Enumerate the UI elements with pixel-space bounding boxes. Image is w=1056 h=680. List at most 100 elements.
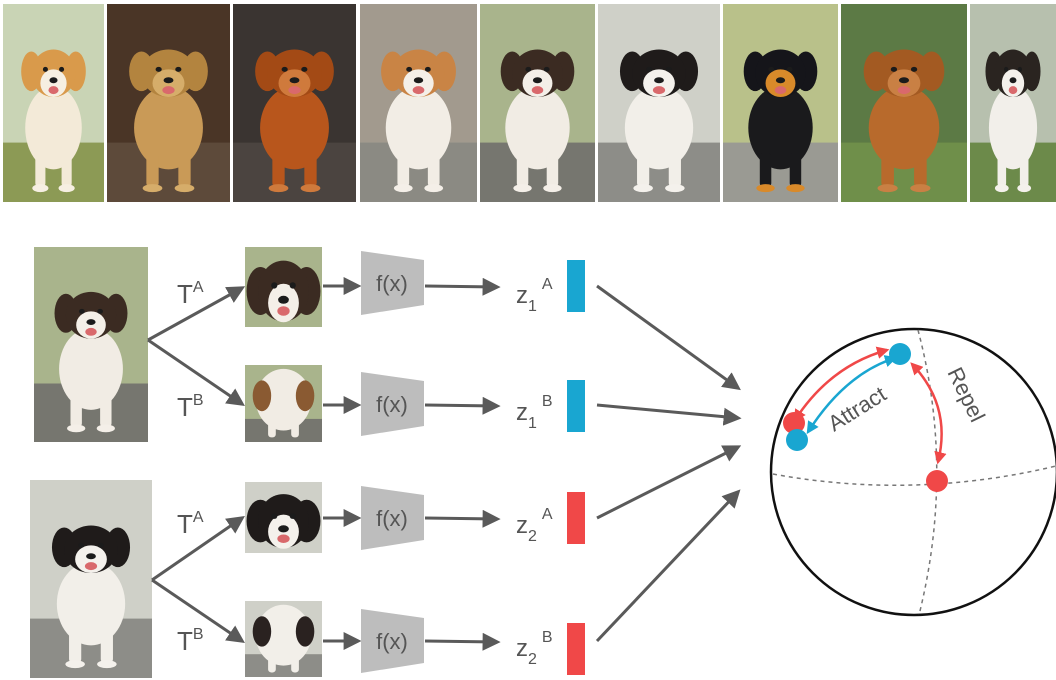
dog-paw: [543, 184, 562, 193]
dog-leg: [516, 152, 529, 188]
dog-nose: [49, 77, 58, 84]
dog-nose: [532, 77, 543, 84]
dog-eye: [301, 66, 308, 72]
dog-tongue: [652, 86, 666, 95]
input-image-dog-2: [30, 480, 152, 678]
dog-paw: [393, 184, 413, 193]
dog-body: [25, 86, 82, 170]
dog-eye: [1003, 66, 1009, 72]
input-image-dog-1: [34, 247, 148, 442]
dog-tongue: [288, 86, 301, 95]
dog-body: [385, 86, 452, 170]
gallery-photo-1: [3, 4, 104, 202]
dog-leg: [268, 654, 276, 673]
gallery-photo-8: [841, 4, 967, 202]
dog-eye: [79, 308, 85, 314]
dog-paw: [994, 184, 1009, 193]
dog-paw: [786, 184, 805, 193]
transform-label-b: TB: [177, 392, 204, 422]
gallery-photo-4: [360, 4, 477, 202]
embedding-label-z1b: z1B: [516, 393, 553, 432]
embedding-bar-z2a: [567, 492, 585, 544]
dog-leg: [272, 152, 285, 188]
dog-paw: [67, 424, 86, 433]
dog-eye: [78, 542, 85, 548]
dog-tongue: [277, 306, 290, 316]
embedding-point-red-1: [783, 412, 805, 434]
dog-nose: [86, 553, 96, 560]
arrow-dog-2-to-view-a: [151, 515, 245, 582]
encoder-3: f(x): [361, 486, 424, 550]
transform-label-a: TA: [177, 279, 204, 309]
dog-leg: [100, 393, 112, 428]
dog-leg: [881, 152, 894, 188]
svg-text:f(x): f(x): [376, 271, 408, 296]
embedding-bars: [567, 260, 585, 675]
crop-dog-1-view-a: [245, 247, 322, 327]
embedding-point-blue-1: [786, 429, 808, 451]
dog-leg: [1019, 152, 1029, 188]
dog-nose: [654, 77, 664, 84]
dog-eye: [768, 66, 775, 72]
dog-tongue: [774, 86, 787, 95]
dog-leg: [61, 152, 72, 188]
dog-eye: [97, 308, 103, 314]
dog-eye: [271, 513, 278, 519]
dog-nose: [413, 77, 424, 84]
dog-fur-patch: [252, 616, 272, 647]
dog-leg: [427, 152, 440, 188]
svg-text:f(x): f(x): [376, 506, 408, 531]
dog-paw: [300, 184, 321, 193]
dog-eye: [646, 66, 653, 72]
arrow-dog-1-to-view-b: [147, 338, 245, 407]
transform-labels: TA TB TA TB: [177, 279, 204, 656]
dog-muzzle: [1001, 69, 1025, 98]
dog-eye: [406, 66, 413, 72]
augmentation-arrows: [147, 286, 246, 644]
dog-eye: [890, 66, 898, 72]
dog-body: [260, 86, 329, 170]
crop-dog-1-view-b: [245, 365, 322, 442]
encoder-to-embedding-arrows: [424, 277, 501, 651]
repel-arrow: [910, 362, 947, 465]
dog-leg: [759, 152, 772, 188]
embedding-label-z1a: z1A: [516, 276, 553, 315]
dog-paw: [665, 184, 685, 193]
dog-leg: [291, 654, 299, 673]
dog-leg: [304, 152, 317, 188]
encoder-blocks: f(x) f(x) f(x) f(x): [361, 251, 424, 673]
dog-eye: [175, 66, 182, 72]
dog-nose: [278, 525, 289, 533]
dog-leg: [291, 418, 299, 438]
embedding-label-z2b: z2B: [516, 629, 553, 668]
dog-body: [255, 368, 312, 431]
dog-body: [624, 86, 694, 170]
dog-muzzle: [152, 69, 185, 98]
dog-fur-patch: [252, 380, 272, 412]
crop-dog-2-view-a: [245, 482, 322, 553]
dog-leg: [146, 152, 159, 188]
photo-ground: [245, 418, 322, 442]
embedding-label-z2a: z2A: [516, 506, 553, 545]
dog-tongue: [84, 562, 98, 571]
dog-leg: [546, 152, 559, 188]
dog-eye: [1017, 66, 1023, 72]
dog-eye: [786, 66, 793, 72]
embedding-bar-z2b: [567, 623, 585, 675]
dog-nose: [278, 295, 289, 304]
svg-text:f(x): f(x): [376, 629, 408, 654]
dog-body: [748, 86, 813, 170]
dog-fur-patch: [295, 380, 315, 412]
dog-paw: [97, 660, 117, 669]
dog-tongue: [1008, 86, 1018, 95]
dog-tongue: [162, 86, 175, 95]
dog-eye: [59, 66, 65, 72]
dog-eye: [665, 66, 672, 72]
dog-leg: [789, 152, 802, 188]
dog-eye: [289, 282, 296, 289]
embedding-point-red-2: [926, 470, 948, 492]
arrow-dog-1-to-view-a: [147, 286, 246, 342]
dog-tongue: [531, 86, 544, 95]
dog-eye: [42, 66, 48, 72]
dog-leg: [178, 152, 191, 188]
